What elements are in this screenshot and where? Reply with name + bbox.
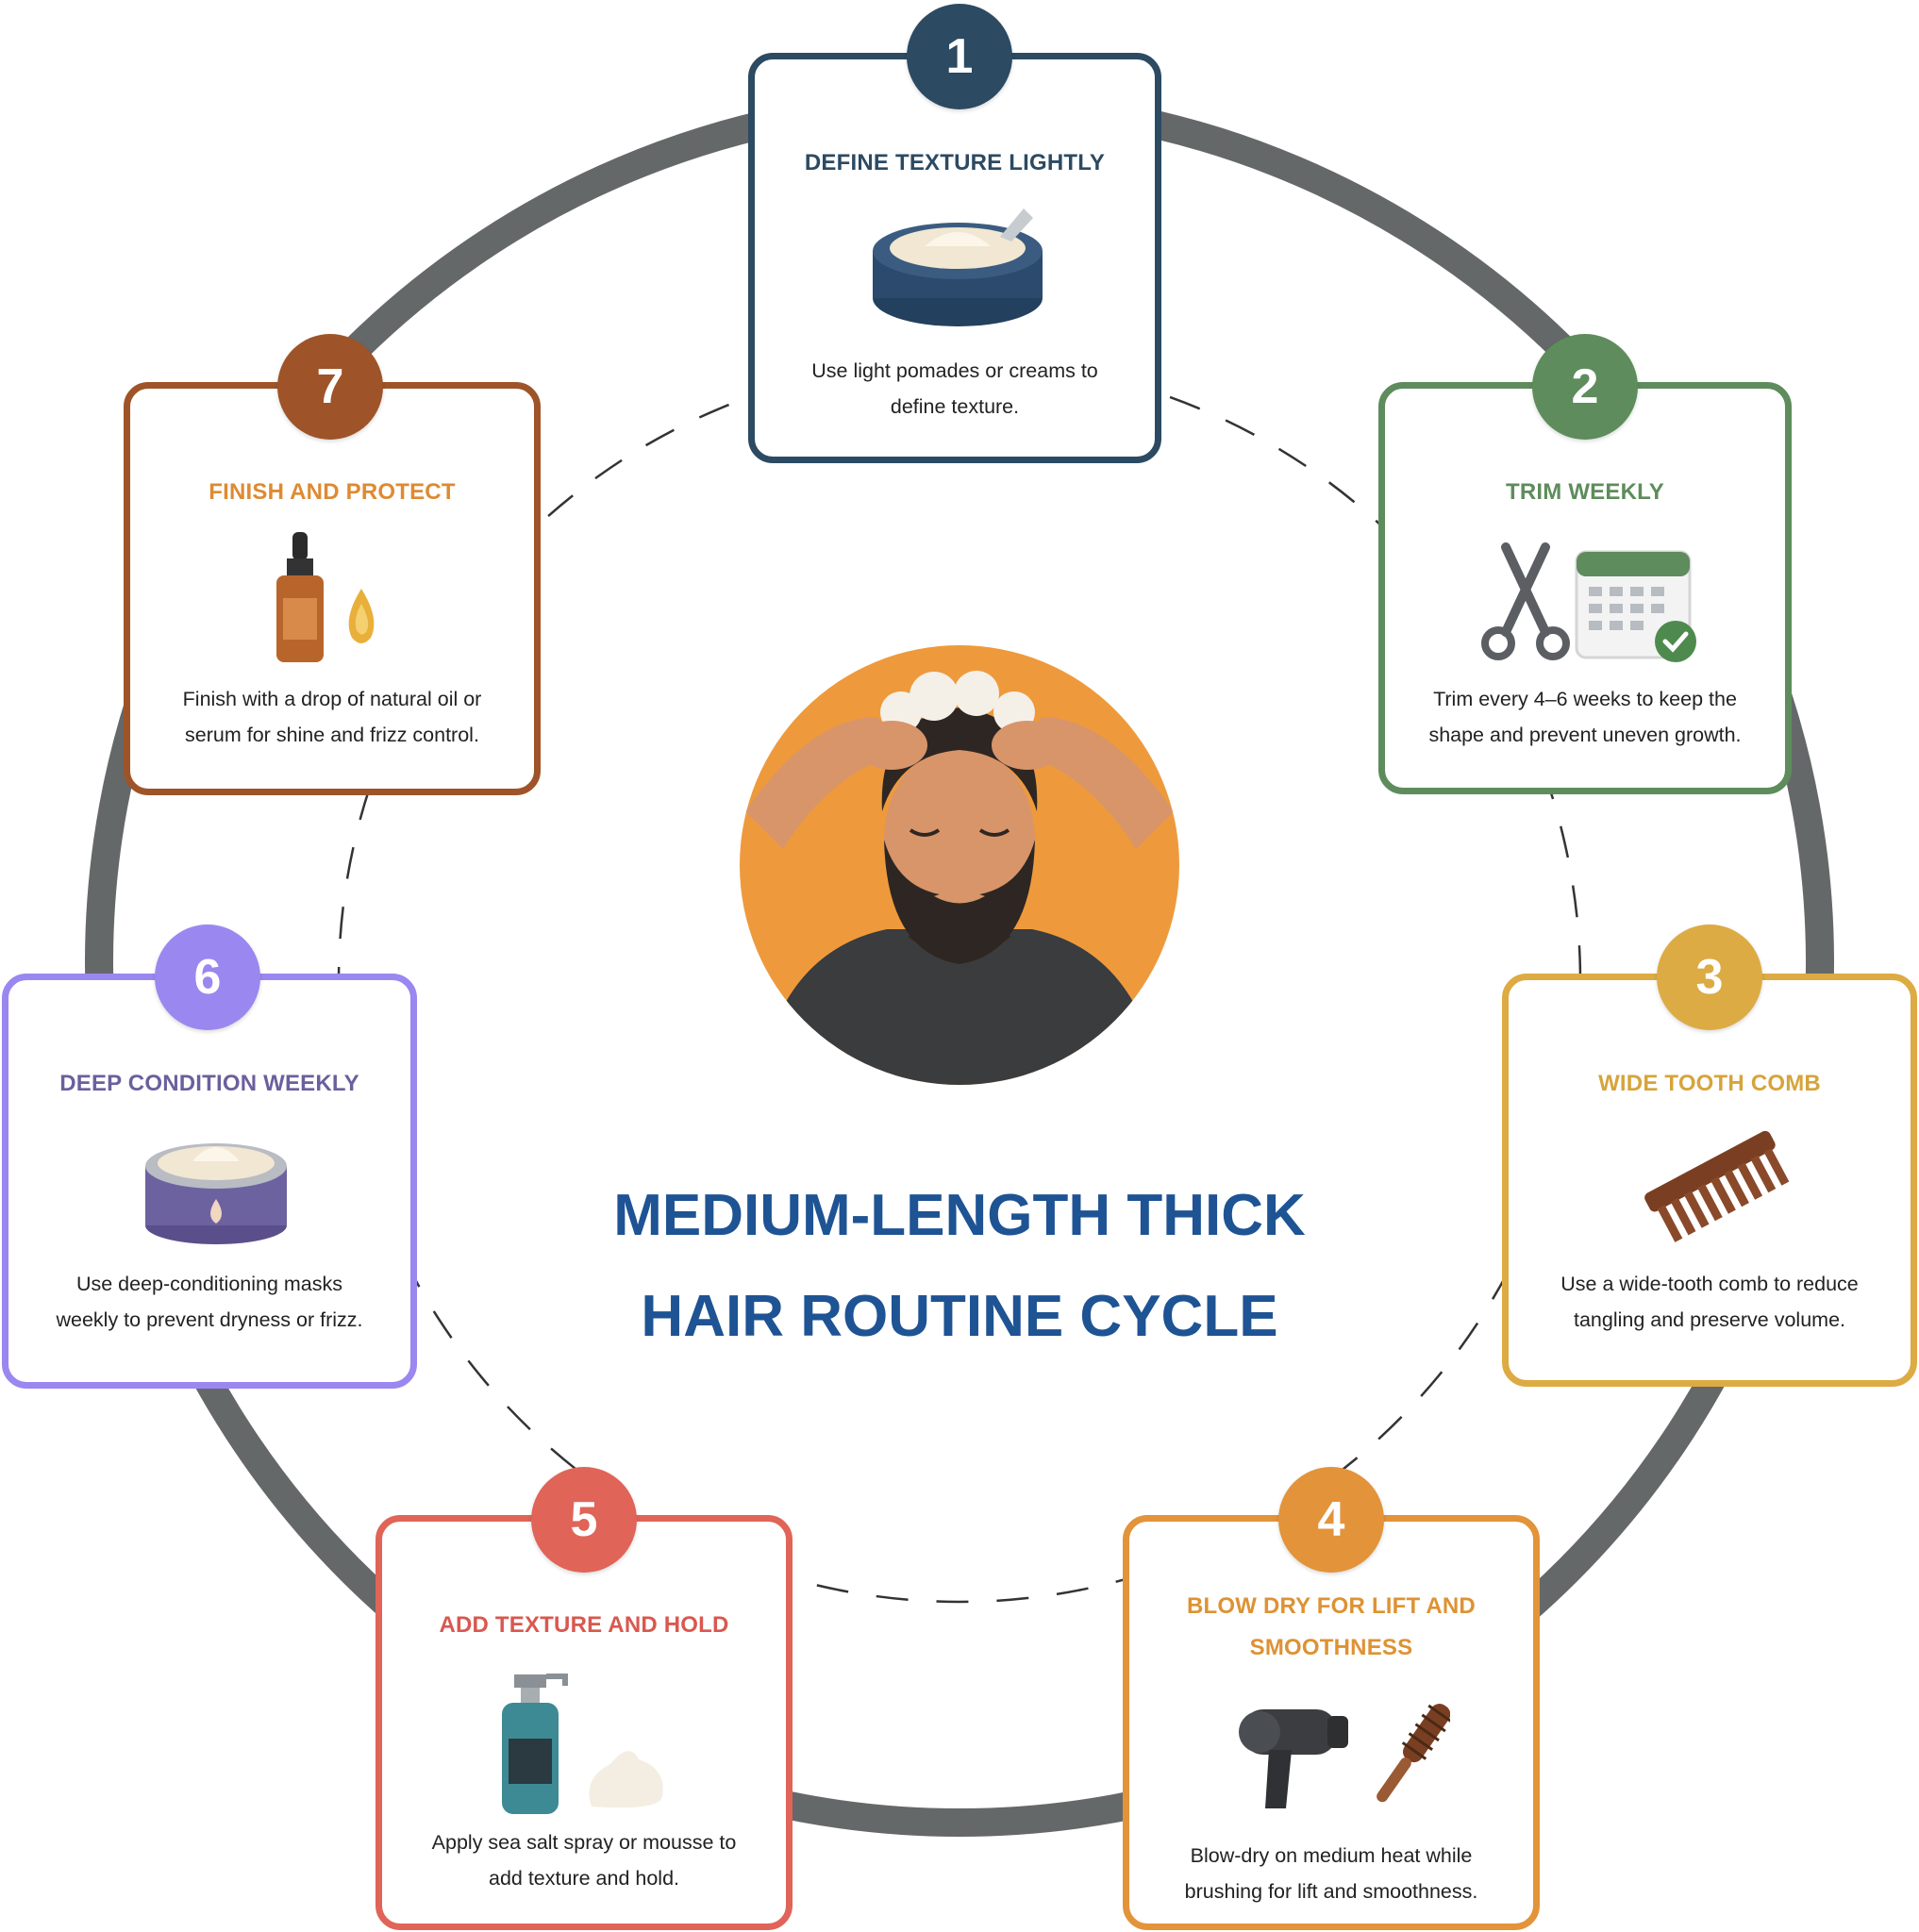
step-number-badge-7: 7 (277, 334, 383, 440)
step-number-badge-5: 5 (531, 1467, 637, 1573)
conditioning-mask-jar-icon (145, 1143, 287, 1244)
step-card-1: DEFINE TEXTURE LIGHTLY Use light pomades… (748, 53, 1161, 463)
scissors-and-calendar-icon (1481, 542, 1696, 662)
step-number-badge-3: 3 (1657, 924, 1762, 1030)
step-description: Use deep-conditioning masks (75, 1273, 343, 1295)
step-card-5: ADD TEXTURE AND HOLD Apply sea salt spra… (375, 1515, 793, 1930)
step-title: ADD TEXTURE AND HOLD (439, 1612, 729, 1638)
step-title: DEEP CONDITION WEEKLY (59, 1071, 359, 1096)
step-title: WIDE TOOTH COMB (1598, 1071, 1821, 1096)
spray-bottle-and-mousse-icon (502, 1674, 663, 1814)
step-description: Trim every 4–6 weeks to keep the (1433, 688, 1737, 710)
step-card-4: BLOW DRY FOR LIFT AND SMOOTHNESS Blow-dr… (1123, 1515, 1540, 1930)
step-number-badge-1: 1 (907, 4, 1012, 109)
pomade-jar-icon (873, 208, 1043, 326)
step-description: weekly to prevent dryness or frizz. (56, 1308, 363, 1331)
man-washing-hair-illustration (740, 645, 1179, 1085)
oil-dropper-bottle-icon (276, 532, 375, 662)
step-card-7: FINISH AND PROTECT Finish with a drop of… (124, 382, 541, 795)
step-number-badge-4: 4 (1278, 1467, 1384, 1573)
step-description: Use a wide-tooth comb to reduce (1560, 1273, 1859, 1295)
step-description: shape and prevent uneven growth. (1428, 724, 1742, 746)
step-description: Finish with a drop of natural oil or (182, 688, 482, 710)
step-number-badge-2: 2 (1532, 334, 1638, 440)
step-description: Apply sea salt spray or mousse to (431, 1831, 737, 1854)
step-card-6: DEEP CONDITION WEEKLY Use deep-condition… (2, 974, 417, 1389)
step-description: Use light pomades or creams to (811, 359, 1098, 382)
step-title-line-2: SMOOTHNESS (1249, 1635, 1413, 1660)
step-title: DEFINE TEXTURE LIGHTLY (804, 150, 1106, 175)
step-title: TRIM WEEKLY (1506, 479, 1664, 505)
diagram-title-line-2: HAIR ROUTINE CYCLE (641, 1284, 1278, 1349)
hair-dryer-and-brush-icon (1239, 1704, 1450, 1808)
step-description: add texture and hold. (488, 1867, 679, 1890)
step-title: FINISH AND PROTECT (209, 479, 456, 505)
step-description: tangling and preserve volume. (1573, 1308, 1846, 1331)
step-card-2: TRIM WEEKLY Trim every 4–6 weeks to keep… (1378, 382, 1792, 794)
step-description: serum for shine and frizz control. (185, 724, 479, 746)
step-description: brushing for lift and smoothness. (1184, 1880, 1478, 1903)
diagram-title-line-1: MEDIUM-LENGTH THICK (613, 1183, 1306, 1248)
step-number-badge-6: 6 (155, 924, 260, 1030)
step-description: define texture. (890, 395, 1020, 418)
wide-tooth-comb-icon (1644, 1130, 1790, 1242)
step-card-3: WIDE TOOTH COMB Use a wide-tooth comb to… (1502, 974, 1917, 1387)
step-title: BLOW DRY FOR LIFT AND (1187, 1593, 1476, 1619)
step-description: Blow-dry on medium heat while (1190, 1844, 1473, 1867)
